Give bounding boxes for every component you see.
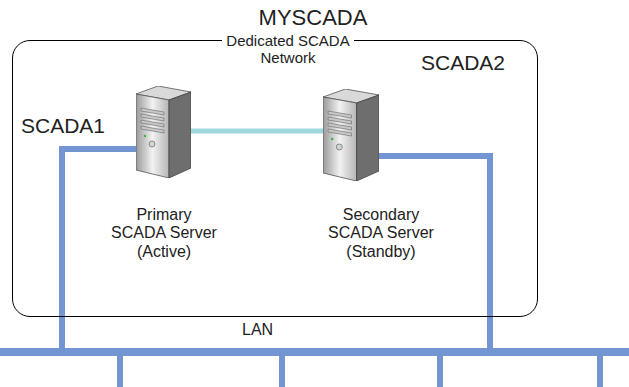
system-group: SCADA1Primary SCADA Server (Active)SCADA… <box>12 40 538 317</box>
server-side <box>169 92 191 178</box>
network-name: LAN <box>242 321 302 339</box>
group-title: MYSCADA <box>213 5 413 30</box>
lan-bus: LAN <box>0 348 629 356</box>
drive-bay <box>328 129 351 136</box>
power-button <box>149 141 155 147</box>
lan-drop <box>597 352 603 387</box>
power-button <box>336 144 342 150</box>
link-label: Dedicated SCADA Network <box>222 32 354 67</box>
dedicated-link <box>191 129 323 134</box>
drive-bay <box>141 126 164 133</box>
drive-bay <box>141 120 164 127</box>
drive-bay <box>328 111 351 118</box>
lan-drop-lines <box>120 352 600 387</box>
server-front <box>323 97 357 181</box>
server-role: Primary SCADA Server (Active) <box>109 206 219 261</box>
drive-bay <box>328 123 351 130</box>
server-front <box>136 94 169 178</box>
server-node: SCADA1Primary SCADA Server (Active) <box>136 86 191 178</box>
drive-bay <box>328 117 351 124</box>
server-name: SCADA1 <box>21 114 126 138</box>
server-icon <box>136 86 191 178</box>
lan-drop <box>279 352 285 387</box>
lan-link <box>62 149 136 348</box>
server-icon <box>323 89 379 181</box>
status-led <box>331 138 333 140</box>
status-led <box>144 135 146 137</box>
lan-drop <box>117 352 123 387</box>
lan-drop <box>437 352 443 387</box>
server-node: SCADA2Secondary SCADA Server (Standby) <box>323 89 379 181</box>
server-name: SCADA2 <box>421 51 526 75</box>
server-side <box>357 95 379 181</box>
drive-bay <box>141 114 164 121</box>
server-role: Secondary SCADA Server (Standby) <box>326 206 436 261</box>
drive-bay <box>141 108 164 115</box>
